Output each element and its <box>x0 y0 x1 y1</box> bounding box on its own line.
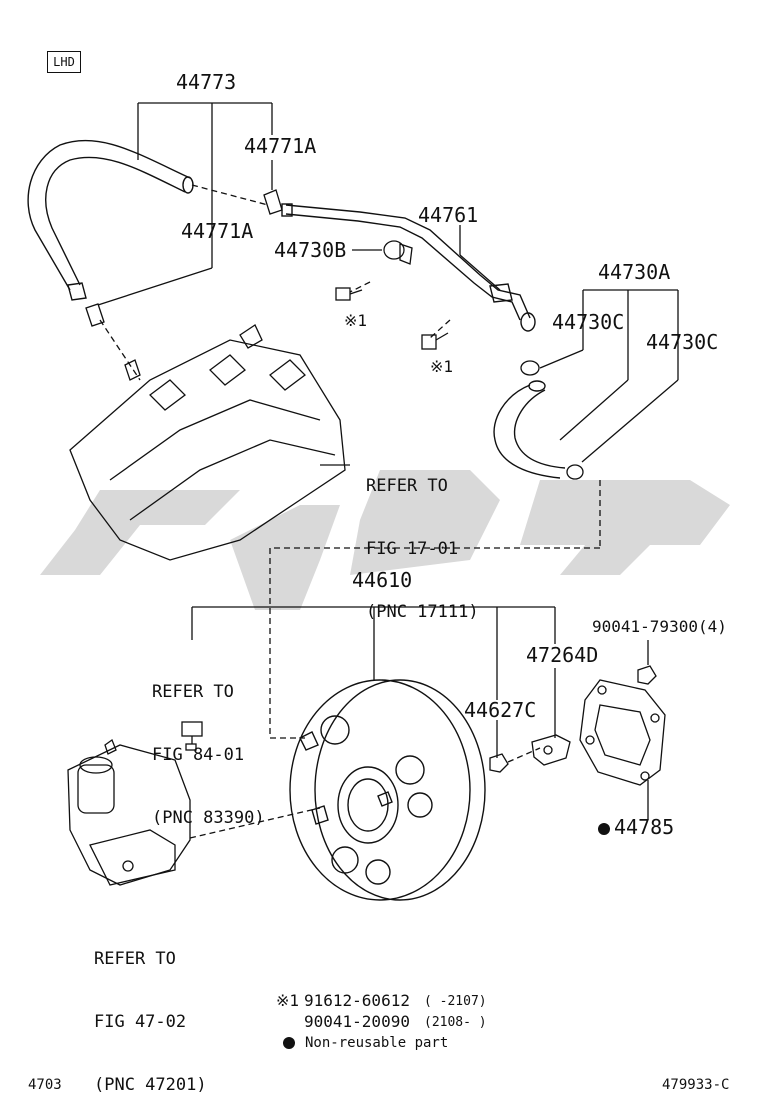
brake-booster-44610 <box>289 679 486 901</box>
note-mark-bolt-1: ※1 <box>344 311 368 330</box>
tube-44761 <box>281 203 536 332</box>
ref-84-line2: FIG 84-01 <box>152 745 245 765</box>
ref-47-line2: FIG 47-02 <box>94 1012 187 1032</box>
legend-row1-range: ( -2107) <box>424 994 487 1009</box>
bolt-2 <box>421 332 449 350</box>
master-cylinder <box>67 738 191 886</box>
label-44785[interactable]: 44785 <box>598 817 674 837</box>
reference-fig-47-02[interactable]: REFER TO FIG 47-02 (PNC 47201) <box>94 907 207 1117</box>
bolt-1 <box>335 287 363 301</box>
reference-fig-84-01[interactable]: REFER TO FIG 84-01 (PNC 83390) <box>152 640 265 850</box>
label-44773[interactable]: 44773 <box>176 70 237 94</box>
intake-manifold <box>69 324 346 561</box>
label-44627c[interactable]: 44627C <box>464 698 537 722</box>
label-44785-text: 44785 <box>614 815 675 839</box>
label-44771a-top[interactable]: 44771A <box>244 134 317 158</box>
nonreusable-marker-icon <box>598 822 610 835</box>
nut-90041-79300 <box>637 665 657 685</box>
ref-17-line2: FIG 17-01 <box>366 539 459 559</box>
legend-nonreusable: Non-reusable part <box>305 1035 449 1051</box>
nut-44627c <box>489 753 509 773</box>
clamp-44730b <box>383 240 413 265</box>
ref-84-line1: REFER TO <box>152 682 234 702</box>
clip-44771a-bottom <box>85 303 105 327</box>
label-44730b[interactable]: 44730B <box>274 238 347 262</box>
label-44610[interactable]: 44610 <box>352 568 413 592</box>
note-mark-bolt-2: ※1 <box>430 357 454 376</box>
ref-17-line3: (PNC 17111) <box>366 602 479 622</box>
hose-44773 <box>27 139 194 301</box>
reference-fig-17-01[interactable]: REFER TO FIG 17-01 (PNC 17111) <box>366 434 479 644</box>
variant-box: LHD <box>47 51 81 73</box>
nonreusable-dot-icon <box>283 1037 295 1049</box>
legend-row2-part: 90041-20090 <box>304 1012 410 1031</box>
ref-17-line1: REFER TO <box>366 476 448 496</box>
sensor-83390 <box>181 721 203 751</box>
footer-right-code: 479933-C <box>662 1077 730 1093</box>
ref-47-line1: REFER TO <box>94 949 176 969</box>
ref-47-line3: (PNC 47201) <box>94 1075 207 1095</box>
clamp-44730c-top <box>520 360 540 376</box>
bracket-47264d <box>531 734 571 766</box>
label-44730a[interactable]: 44730A <box>598 260 671 284</box>
legend-mark: ※1 <box>276 991 300 1010</box>
label-90041-79300[interactable]: 90041-79300(4) <box>592 617 727 636</box>
dashed-lines <box>99 184 601 839</box>
gasket-44785 <box>579 679 666 786</box>
label-44730c-right[interactable]: 44730C <box>646 330 719 354</box>
label-47264d[interactable]: 47264D <box>526 643 599 667</box>
label-44771a-mid[interactable]: 44771A <box>181 219 254 243</box>
footer-left-code: 4703 <box>28 1077 62 1093</box>
clamp-44730c-bottom <box>566 464 584 480</box>
leader-lines <box>97 102 679 820</box>
watermark-logo <box>40 470 730 610</box>
ref-84-line3: (PNC 83390) <box>152 808 265 828</box>
hose-44730a <box>493 380 566 479</box>
clip-44771a-top <box>263 189 283 215</box>
legend-row1-part: 91612-60612 <box>304 991 410 1010</box>
label-44761[interactable]: 44761 <box>418 203 479 227</box>
legend-row2-range: (2108- ) <box>424 1015 487 1030</box>
label-44730c-left[interactable]: 44730C <box>552 310 625 334</box>
